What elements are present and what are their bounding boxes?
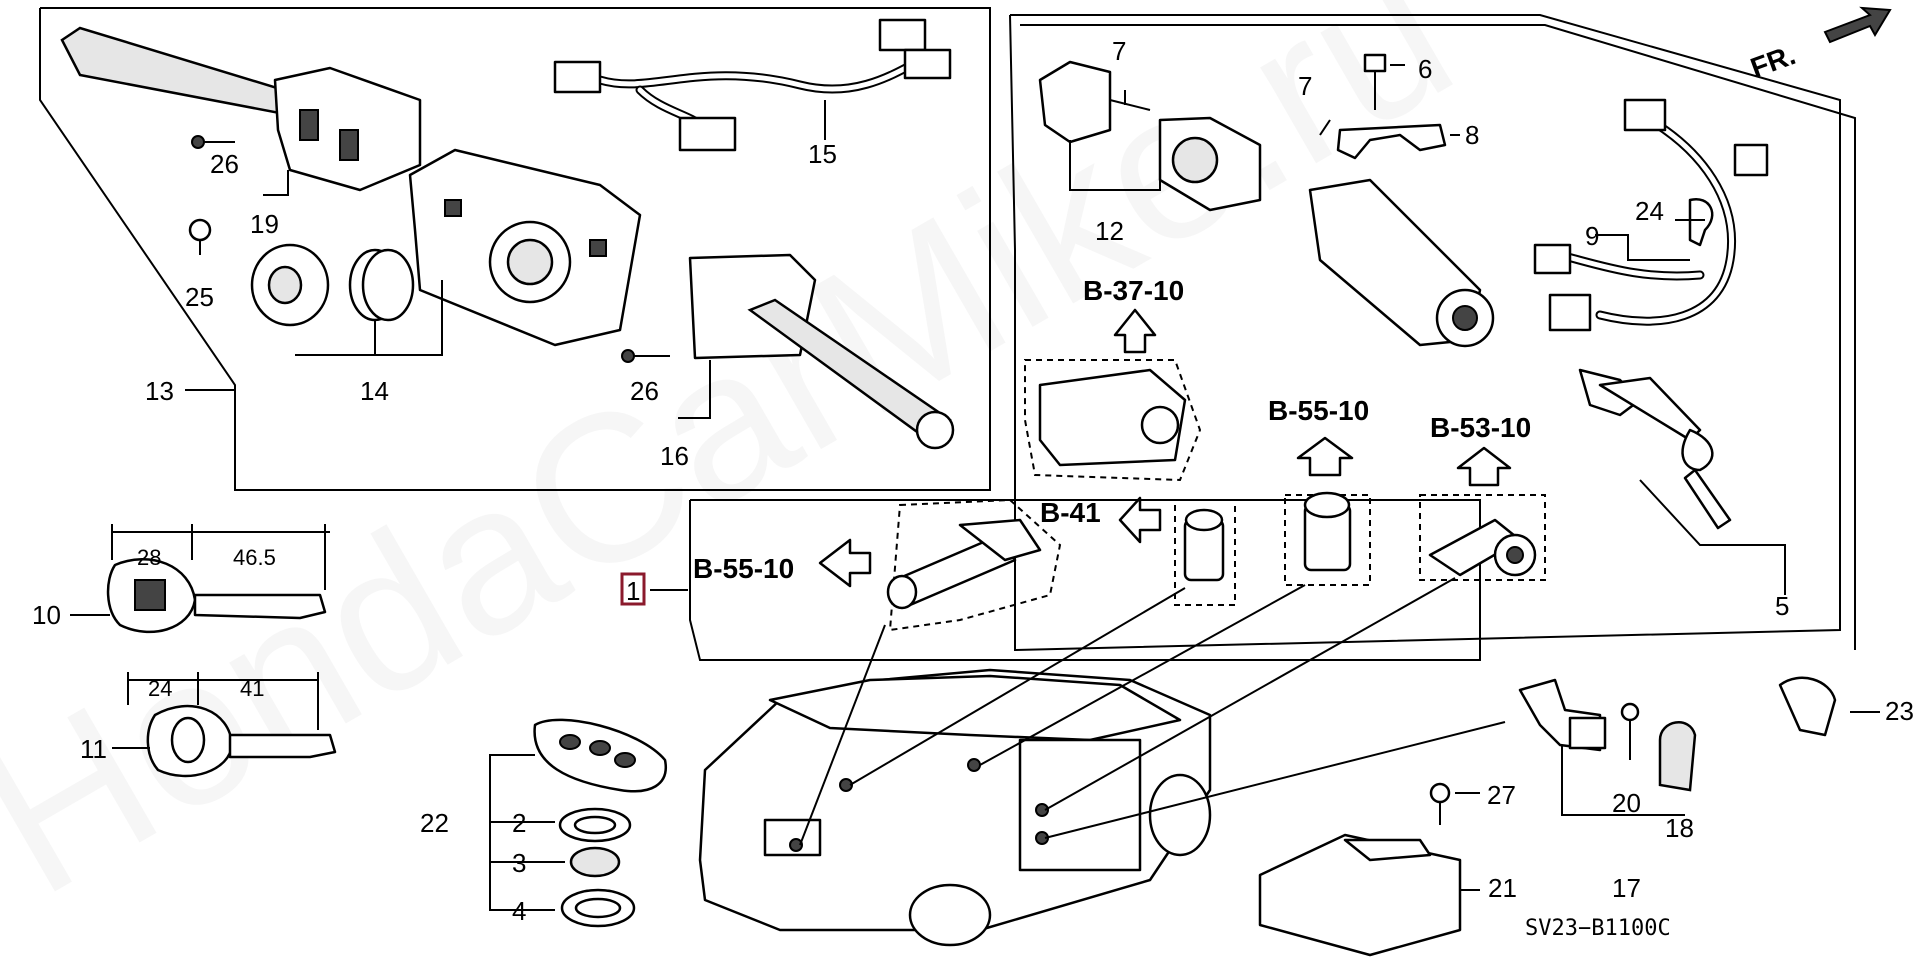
- battery-3[interactable]: [569, 846, 621, 878]
- turn-signal-switch[interactable]: [60, 26, 422, 192]
- callout-16: 19: [250, 209, 279, 239]
- callout-24: 24: [1635, 196, 1664, 226]
- reference-b53[interactable]: B-53-10: [1430, 412, 1531, 443]
- reference-arrow-b37: [1113, 308, 1157, 354]
- ignition-switch[interactable]: [1038, 60, 1151, 144]
- callout-20: 20: [1612, 788, 1641, 818]
- switch-cap-19[interactable]: [1658, 721, 1697, 792]
- reference-arrow-b55a: [818, 538, 872, 588]
- combination-harness[interactable]: [553, 18, 952, 152]
- front-direction-indicator: [1823, 6, 1892, 44]
- reference-b37[interactable]: B-37-10: [1083, 275, 1184, 306]
- vehicle-illustration: [698, 668, 1212, 947]
- fuel-lid-cylinder[interactable]: [1284, 491, 1371, 586]
- callout-27: 27: [1487, 780, 1516, 810]
- key-set[interactable]: [1578, 368, 1732, 530]
- immobilizer-harness[interactable]: [1533, 98, 1769, 332]
- callout-21: 21: [1488, 873, 1517, 903]
- callout-2: 2: [512, 808, 526, 838]
- transmitter-cover-4[interactable]: [560, 888, 636, 928]
- reference-b55a[interactable]: B-55-10: [693, 553, 794, 584]
- callout-3: 3: [512, 848, 526, 878]
- lock-clamp[interactable]: [1336, 123, 1447, 160]
- callout-5: 5: [1775, 591, 1789, 621]
- callout-15: 15: [808, 139, 837, 169]
- dimension-key11-head: 24: [148, 676, 172, 701]
- key-10[interactable]: [106, 557, 327, 634]
- callout-22: 22: [420, 808, 449, 838]
- steering-lock[interactable]: [1308, 178, 1495, 348]
- keyless-transmitter[interactable]: [533, 718, 668, 793]
- screw-26-top[interactable]: [191, 135, 235, 149]
- reference-arrow-b55b: [1296, 436, 1354, 477]
- reference-arrow-b41: [1118, 496, 1162, 544]
- bolt-25[interactable]: [188, 218, 212, 255]
- callout-7a: 7: [1112, 36, 1126, 66]
- cable-reel[interactable]: [250, 243, 415, 327]
- dimension-key11-blade: 41: [240, 676, 264, 701]
- diagram-code: SV23−B1100C: [1525, 916, 1671, 941]
- key-11[interactable]: [146, 704, 337, 778]
- callout-1-highlight: [620, 572, 646, 606]
- combination-switch-body[interactable]: [408, 148, 642, 347]
- callout-19: 18: [1665, 813, 1694, 843]
- callout-13: 13: [145, 376, 174, 406]
- keyless-control-unit[interactable]: [1258, 833, 1462, 957]
- transmitter-ring-2[interactable]: [558, 807, 632, 843]
- callout-10: 10: [32, 600, 61, 630]
- reference-b55b[interactable]: B-55-10: [1268, 395, 1369, 426]
- callout-23: 23: [1885, 696, 1914, 726]
- hatch-lock-cylinder[interactable]: [1419, 494, 1546, 581]
- callout-6: 6: [1418, 54, 1432, 84]
- reference-arrow-b53: [1456, 446, 1512, 487]
- wiper-switch[interactable]: [688, 253, 955, 450]
- callout-26-bottom: 26: [630, 376, 659, 406]
- reference-b41[interactable]: B-41: [1040, 497, 1101, 528]
- callout-1[interactable]: 1: [626, 576, 640, 606]
- steering-lock-frame: [1020, 24, 1856, 650]
- ignition-switch-body[interactable]: [1158, 116, 1262, 212]
- ignition-switch-frame: [1009, 14, 1841, 652]
- callout-25: 25: [185, 282, 214, 312]
- callout-11: 11: [80, 734, 107, 764]
- bolt-27[interactable]: [1429, 782, 1451, 825]
- callout-7b: 7: [1298, 71, 1312, 101]
- trunk-lock-cylinder[interactable]: [1174, 499, 1236, 606]
- callout-4: 4: [512, 896, 526, 926]
- callout-8: 8: [1465, 120, 1479, 150]
- callout-14: 14: [360, 376, 389, 406]
- dimension-key10-head: 28: [137, 545, 161, 570]
- bolt-20[interactable]: [1620, 702, 1640, 760]
- callout-18: 17: [1612, 873, 1641, 903]
- door-switch-18[interactable]: [1518, 678, 1607, 752]
- callout-17: 16: [660, 441, 689, 471]
- combination-switch-frame: [39, 7, 991, 491]
- callout-26-top: 26: [210, 149, 239, 179]
- front-label: FR.: [1746, 39, 1799, 84]
- callout-9: 9: [1585, 221, 1599, 251]
- door-lock-cylinder[interactable]: [886, 498, 1062, 632]
- clamp-23[interactable]: [1778, 676, 1837, 737]
- glove-box-latch[interactable]: [1024, 359, 1202, 482]
- screw-26-bottom[interactable]: [621, 349, 670, 363]
- callout-12: 12: [1095, 216, 1124, 246]
- dimension-key10-blade: 46.5: [233, 545, 276, 570]
- shear-bolt-6[interactable]: [1363, 53, 1387, 110]
